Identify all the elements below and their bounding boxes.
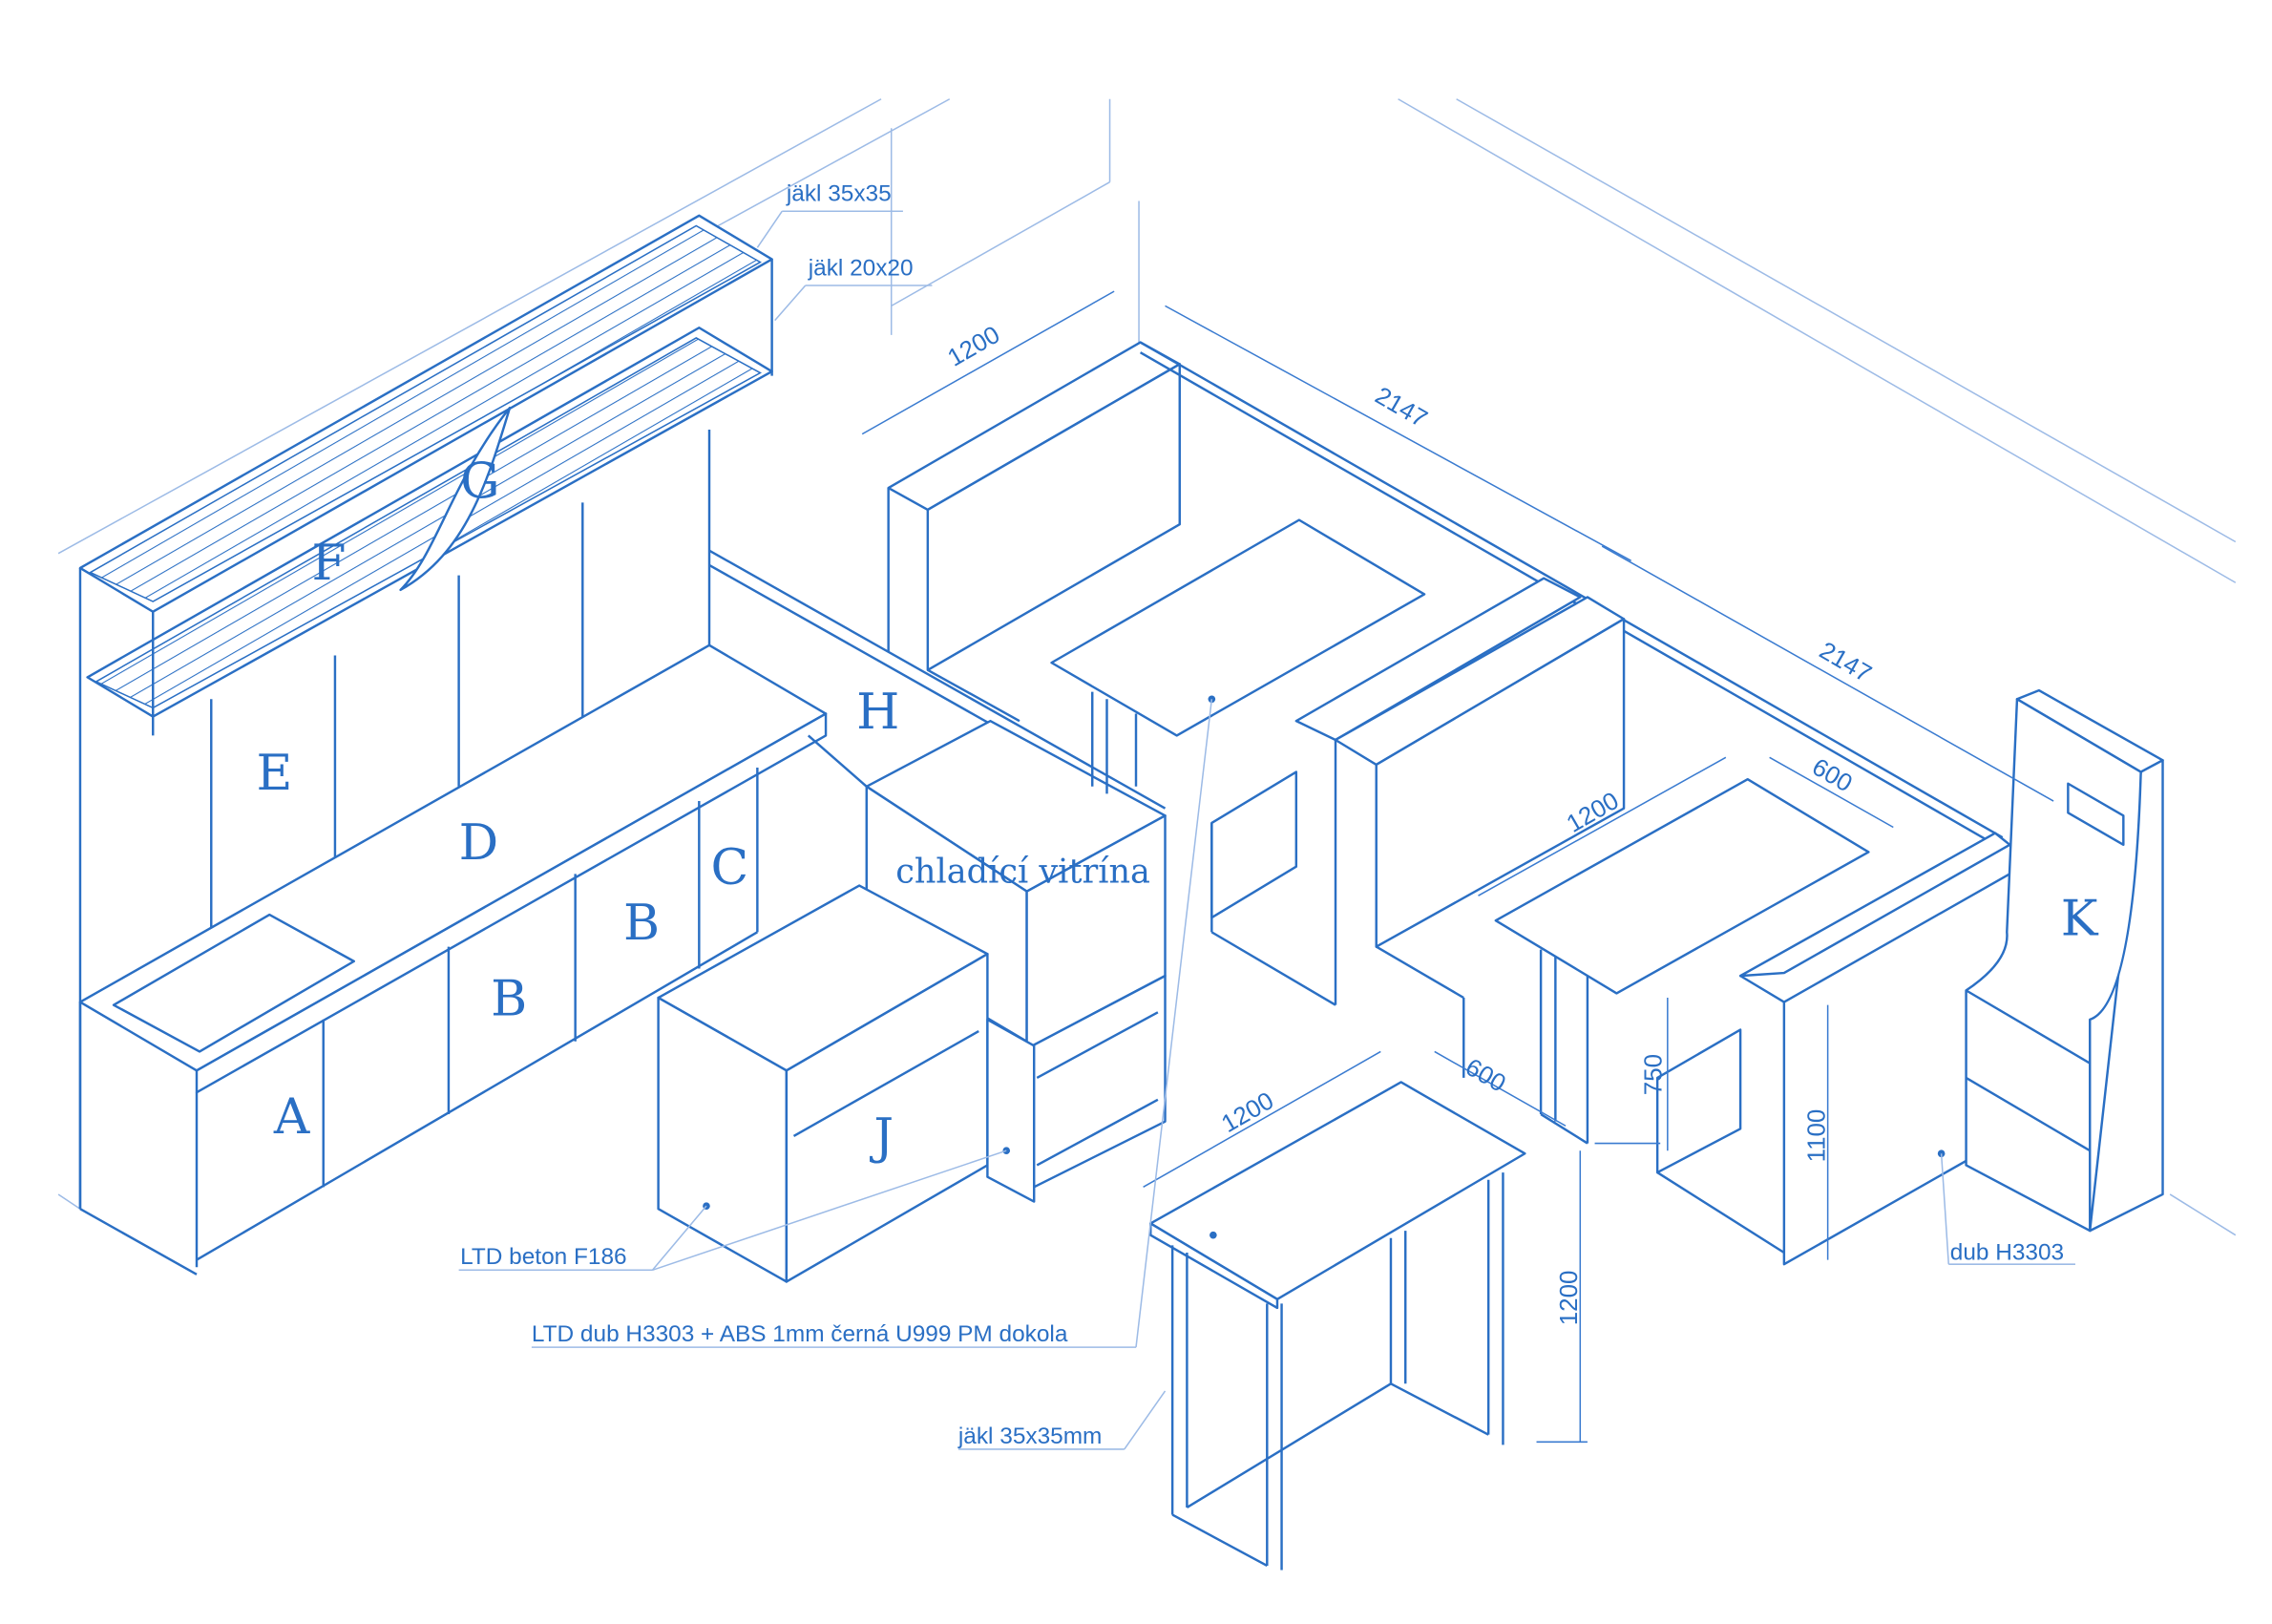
note-beton: LTD beton F186 [460, 1244, 626, 1270]
note-jakl-35: jäkl 35x35 [786, 181, 892, 207]
leader-lines [458, 210, 2075, 1450]
bench-2 [1210, 577, 1626, 1078]
note-dub-abs: LTD dub H3303 + ABS 1mm černá U999 PM do… [532, 1321, 1068, 1347]
label-k: K [2061, 890, 2099, 947]
table-2 [1494, 777, 1870, 1145]
label-g: G [460, 453, 499, 511]
label-a: A [273, 1088, 310, 1146]
dim-bar-table-height: 1200 [1556, 1271, 1583, 1326]
note-dub: dub H3303 [1950, 1240, 2064, 1266]
label-d: D [459, 814, 499, 872]
dim-wall-b: 2147 [1815, 637, 1876, 687]
dimension-lines [861, 290, 2054, 1444]
dim-table-height: 750 [1641, 1054, 1668, 1095]
table-1 [1050, 518, 1426, 794]
dim-bar-table-width: 1200 [1217, 1087, 1278, 1138]
bar-table [1149, 1081, 1526, 1571]
label-c: C [711, 839, 749, 896]
dim-wall-a: 2147 [1371, 382, 1432, 432]
label-f: F [312, 535, 347, 592]
counter-k [1655, 688, 2164, 1266]
label-j: J [869, 1108, 894, 1166]
cabinet-j [657, 884, 1036, 1283]
note-jakl-35mm: jäkl 35x35mm [957, 1424, 1102, 1449]
note-jakl-20: jäkl 20x20 [808, 255, 914, 281]
label-h: H [856, 684, 899, 741]
label-display-fridge: chladící vitrína [895, 852, 1150, 891]
dim-table2-depth-b: 600 [1461, 1054, 1509, 1098]
dim-bench-width: 1200 [943, 322, 1004, 372]
label-b: B [491, 970, 527, 1027]
dim-counter-height: 1100 [1804, 1109, 1831, 1163]
label-b: B [623, 895, 660, 952]
kitchen-counter [78, 643, 828, 1276]
shelf-rack [78, 214, 773, 736]
label-e: E [257, 745, 293, 802]
